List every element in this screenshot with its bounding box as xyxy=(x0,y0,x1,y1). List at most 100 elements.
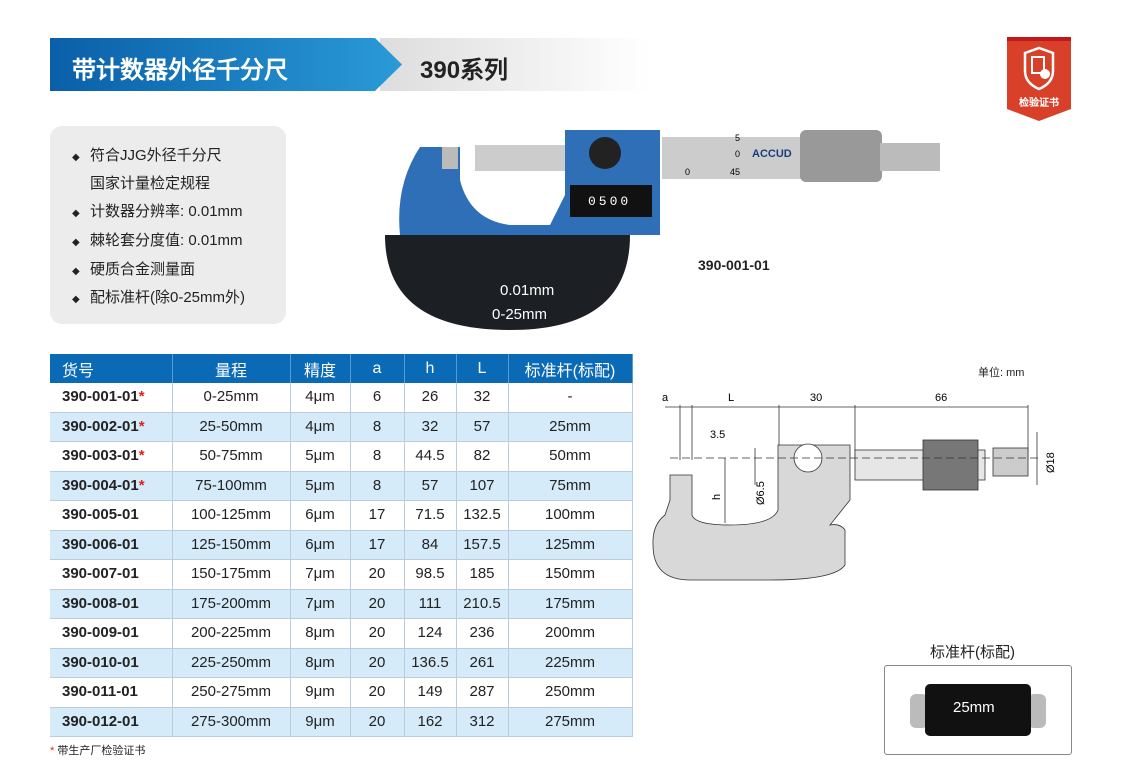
cell-text: 162 xyxy=(417,712,443,730)
table-cell: 8μm xyxy=(290,648,351,678)
table-cell: 75mm xyxy=(508,471,633,501)
cell-text: 250mm xyxy=(544,683,596,701)
table-cell: 9μm xyxy=(290,677,351,708)
cell-text: 32 xyxy=(473,388,491,406)
bullet-icon: ◆ xyxy=(72,237,80,248)
cell-text: 390-002-01 xyxy=(62,417,139,435)
col-header: 量程 xyxy=(172,354,291,383)
table-cell: 261 xyxy=(456,648,509,678)
table-cell: 5μm xyxy=(290,441,351,472)
table-cell: 20 xyxy=(350,618,405,649)
cell-text: 50-75mm xyxy=(199,447,263,465)
cell-text: 107 xyxy=(469,476,495,494)
cell-text: 390-007-01 xyxy=(62,565,139,583)
table-cell: 6 xyxy=(350,383,405,413)
cell-text: 275-300mm xyxy=(190,712,272,730)
table-cell: 390-009-01 xyxy=(50,618,173,649)
cell-text: 32 xyxy=(421,417,439,435)
cell-text: 390-004-01 xyxy=(62,476,139,494)
table-cell: 20 xyxy=(350,589,405,619)
cell-text: 200-225mm xyxy=(190,624,272,642)
dim-66: 66 xyxy=(935,392,947,404)
cell-text: 75mm xyxy=(549,476,591,494)
badge-label: 检验证书 xyxy=(1019,98,1059,109)
table-cell: 107 xyxy=(456,471,509,501)
cell-text: 150-175mm xyxy=(190,565,272,583)
table-cell: 8μm xyxy=(290,618,351,649)
table-cell: 84 xyxy=(404,530,457,560)
col-header: L xyxy=(456,354,509,383)
table-cell: 7μm xyxy=(290,559,351,590)
cell-text: 9μm xyxy=(305,712,335,730)
table-cell: 390-001-01* xyxy=(50,383,173,413)
cell-text: 71.5 xyxy=(415,506,445,524)
cell-text: 390-008-01 xyxy=(62,594,139,612)
cell-text: 5μm xyxy=(305,476,335,494)
micrometer-photo: 0.01mm 0-25mm 0500 ACCUD 5 0 45 0 xyxy=(385,130,940,330)
cell-text: 7μm xyxy=(305,565,335,583)
certificate-star: * xyxy=(138,388,145,406)
cell-text: 75-100mm xyxy=(195,476,267,494)
frame-text-resolution: 0.01mm xyxy=(500,282,554,299)
cell-text: 275mm xyxy=(544,712,596,730)
cell-text: 100-125mm xyxy=(190,506,272,524)
table-cell: 26 xyxy=(404,383,457,413)
cell-text: 20 xyxy=(368,565,386,583)
table-cell: 20 xyxy=(350,677,405,708)
table-cell: - xyxy=(508,383,633,413)
table-cell: 17 xyxy=(350,530,405,560)
table-cell: 157.5 xyxy=(456,530,509,560)
feature-list: ◆符合JJG外径千分尺 国家计量检定规程 ◆计数器分辨率: 0.01mm ◆棘轮… xyxy=(50,126,286,324)
table-cell: 390-005-01 xyxy=(50,500,173,531)
certificate-star: * xyxy=(138,447,145,465)
cell-text: 124 xyxy=(417,624,443,642)
cell-text: 175-200mm xyxy=(190,594,272,612)
cell-text: 390-009-01 xyxy=(62,624,139,642)
cell-text: 390-005-01 xyxy=(62,506,139,524)
table-cell: 149 xyxy=(404,677,457,708)
table-cell: 390-003-01* xyxy=(50,441,173,472)
cell-text: 111 xyxy=(418,594,442,612)
brand-logo: ACCUD xyxy=(752,148,792,160)
cell-text: 200mm xyxy=(544,624,596,642)
cell-text: 312 xyxy=(469,712,495,730)
cell-text: 6 xyxy=(372,388,382,406)
dim-h: h xyxy=(711,494,723,500)
cell-text: 390-001-01 xyxy=(62,388,139,406)
table-cell: 9μm xyxy=(290,707,351,737)
table-cell: 250mm xyxy=(508,677,633,708)
cell-text: 25-50mm xyxy=(199,417,263,435)
table-cell: 8 xyxy=(350,441,405,472)
cell-text: 6μm xyxy=(305,506,335,524)
col-header: a xyxy=(350,354,405,383)
cell-text: 25mm xyxy=(549,417,591,435)
certificate-badge-icon xyxy=(1007,37,1071,121)
table-cell: 5μm xyxy=(290,471,351,501)
dim-diameter-6-5: Ø6.5 xyxy=(755,481,767,505)
dimension-drawing: a L 30 66 3.5 h Ø6.5 Ø18 xyxy=(652,392,1057,581)
table-cell: 71.5 xyxy=(404,500,457,531)
scale-label: 45 xyxy=(730,167,740,177)
cell-text: 8 xyxy=(372,476,382,494)
table-cell: 236 xyxy=(456,618,509,649)
table-cell: 111 xyxy=(404,589,457,619)
cell-text: 390-012-01 xyxy=(62,712,139,730)
cell-text: 390-003-01 xyxy=(62,447,139,465)
table-cell: 185 xyxy=(456,559,509,590)
table-cell: 4μm xyxy=(290,412,351,442)
footnote-text: 带生产厂检验证书 xyxy=(57,745,146,757)
cell-text: 26 xyxy=(421,388,439,406)
bullet-icon: ◆ xyxy=(72,208,80,219)
table-cell: 225-250mm xyxy=(172,648,291,678)
col-header: 标准杆(标配) xyxy=(508,354,633,383)
table-cell: 390-006-01 xyxy=(50,530,173,560)
table-cell: 8 xyxy=(350,471,405,501)
cell-text: 390-006-01 xyxy=(62,535,139,553)
table-cell: 125mm xyxy=(508,530,633,560)
bullet-icon: ◆ xyxy=(72,294,80,305)
table-cell: 210.5 xyxy=(456,589,509,619)
standard-rod-image xyxy=(884,665,1072,755)
